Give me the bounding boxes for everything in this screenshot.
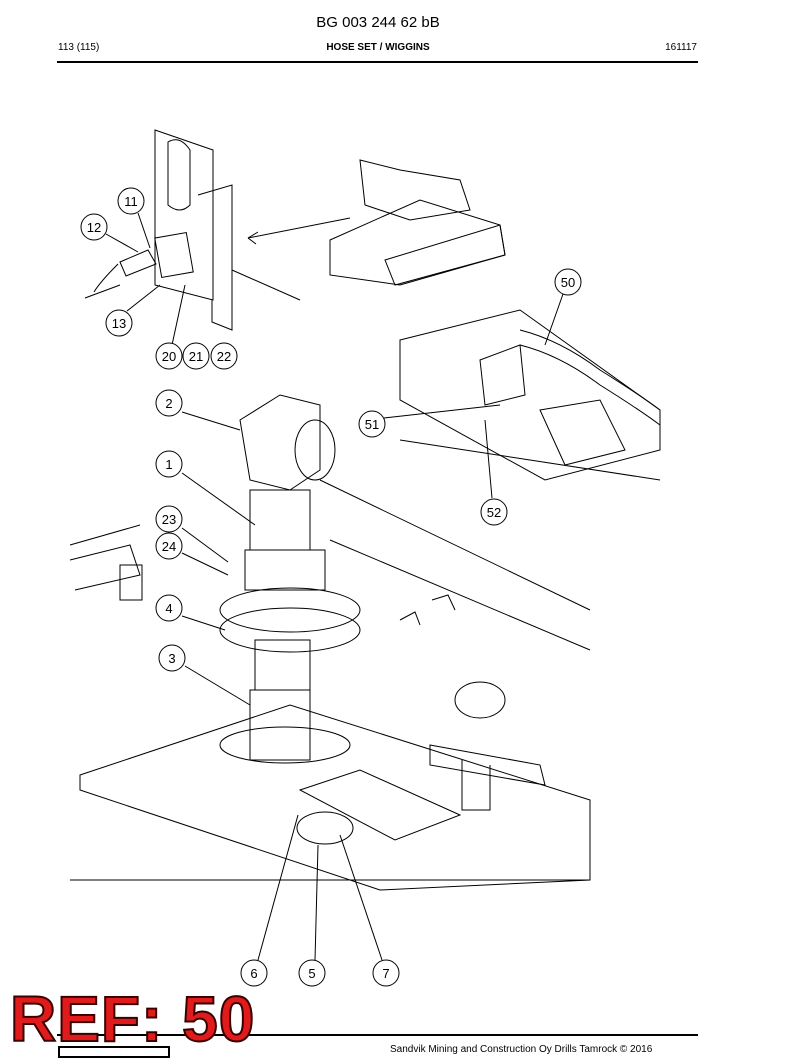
svg-text:23: 23 bbox=[162, 512, 176, 527]
column-tube bbox=[249, 689, 311, 761]
svg-text:2: 2 bbox=[165, 396, 172, 411]
svg-text:13: 13 bbox=[112, 316, 126, 331]
svg-text:7: 7 bbox=[382, 966, 389, 981]
bracket-side-plate bbox=[197, 184, 233, 331]
callout-13: 13 bbox=[105, 309, 133, 337]
callout-11: 11 bbox=[117, 187, 145, 215]
drill-rig bbox=[329, 199, 506, 286]
svg-text:11: 11 bbox=[124, 194, 138, 209]
section-title: HOSE SET / WIGGINS bbox=[326, 42, 430, 53]
base-plate bbox=[79, 704, 591, 891]
bracket-plate bbox=[154, 129, 214, 301]
callout-52: 52 bbox=[480, 498, 508, 526]
callout-24: 24 bbox=[155, 532, 183, 560]
callout-3: 3 bbox=[158, 644, 186, 672]
svg-text:4: 4 bbox=[165, 601, 172, 616]
callout-7: 7 bbox=[372, 959, 400, 987]
svg-text:5: 5 bbox=[308, 966, 315, 981]
callout-6: 6 bbox=[240, 959, 268, 987]
callout-1: 1 bbox=[155, 450, 183, 478]
svg-text:52: 52 bbox=[487, 505, 501, 520]
page-indicator: 113 (115) bbox=[58, 42, 100, 53]
footer-rule bbox=[57, 1034, 698, 1036]
hose-plate bbox=[399, 309, 661, 481]
callout-12: 12 bbox=[80, 213, 108, 241]
swivel-flange bbox=[219, 587, 361, 633]
callout-5: 5 bbox=[298, 959, 326, 987]
callout-2: 2 bbox=[155, 389, 183, 417]
callout-23: 23 bbox=[155, 505, 183, 533]
svg-text:3: 3 bbox=[168, 651, 175, 666]
svg-text:21: 21 bbox=[189, 349, 203, 364]
svg-text:51: 51 bbox=[365, 417, 379, 432]
svg-text:22: 22 bbox=[217, 349, 231, 364]
callout-21: 21 bbox=[182, 342, 210, 370]
svg-text:20: 20 bbox=[162, 349, 176, 364]
callout-51: 51 bbox=[358, 410, 386, 438]
svg-text:24: 24 bbox=[162, 539, 176, 554]
header-rule bbox=[57, 61, 698, 63]
callout-50: 50 bbox=[554, 268, 582, 296]
swivel-elbow bbox=[239, 394, 321, 491]
footer-copyright: Sandvik Mining and Construction Oy Drill… bbox=[390, 1044, 653, 1055]
date-code: 161117 bbox=[665, 42, 697, 53]
ref-stamp: REF: 50 bbox=[9, 983, 256, 1055]
callout-20: 20 bbox=[155, 342, 183, 370]
svg-text:12: 12 bbox=[87, 220, 101, 235]
callout-22: 22 bbox=[210, 342, 238, 370]
svg-text:50: 50 bbox=[561, 275, 575, 290]
document-number: BG 003 244 62 bB bbox=[316, 14, 440, 31]
svg-text:1: 1 bbox=[165, 457, 172, 472]
swivel-body bbox=[249, 489, 311, 551]
callout-4: 4 bbox=[155, 594, 183, 622]
svg-text:6: 6 bbox=[250, 966, 257, 981]
